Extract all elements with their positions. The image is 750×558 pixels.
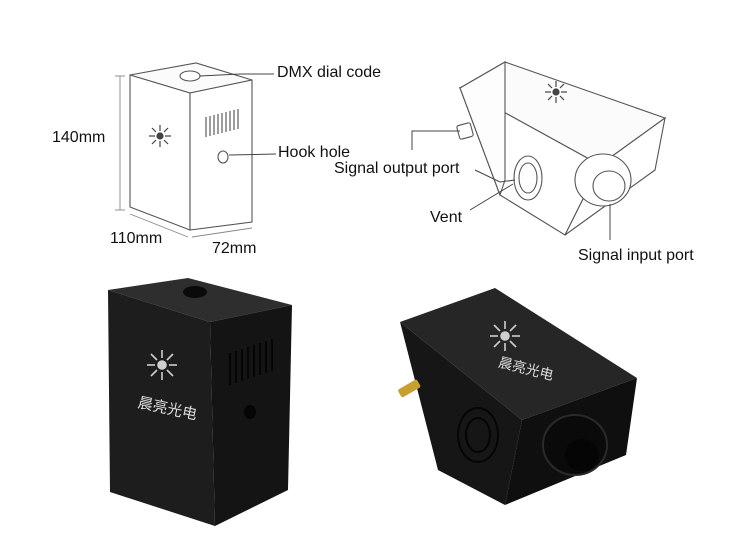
dmx-leader-line: [199, 73, 274, 77]
signal-output-leader-line-2: [474, 169, 516, 183]
line-drawing-vertical-unit: [115, 62, 277, 238]
fan-vent: [457, 407, 499, 463]
width-dimension-label: 110mm: [110, 230, 163, 247]
signal-output-connector: [456, 122, 474, 140]
hook-hole-label: Hook hole: [278, 144, 351, 161]
line-drawing-horizontal-unit: [411, 61, 667, 240]
vent-slots-photo: [229, 339, 273, 385]
signal-input-port-label: Signal input port: [578, 247, 694, 264]
signal-output-connector: [398, 379, 421, 398]
photo-horizontal-unit: 晨亮光电: [398, 288, 637, 505]
dmx-dial-hole: [183, 286, 207, 298]
height-dimension-label: 140mm: [52, 129, 106, 146]
logo-sun-icon: [147, 350, 177, 380]
hook-leader-line: [228, 153, 277, 156]
vent-leader-line: [469, 183, 514, 211]
dmx-dial-hole: [179, 70, 201, 82]
hook-hole: [217, 150, 229, 164]
signal-output-leader-line: [411, 130, 460, 150]
hook-hole: [244, 405, 256, 419]
dmx-dial-code-label: DMX dial code: [277, 64, 382, 81]
logo-sun-icon: [149, 125, 171, 147]
photo-vertical-unit: 晨亮光电: [108, 278, 292, 526]
dimension-lines-left: [115, 75, 253, 238]
signal-output-port-label: Signal output port: [334, 160, 460, 177]
depth-dimension-label: 72mm: [212, 240, 257, 257]
logo-sun-icon: [490, 321, 520, 351]
logo-sun-icon: [545, 81, 567, 103]
vent-slots-top-left: [205, 109, 239, 137]
vent-label: Vent: [430, 209, 463, 226]
